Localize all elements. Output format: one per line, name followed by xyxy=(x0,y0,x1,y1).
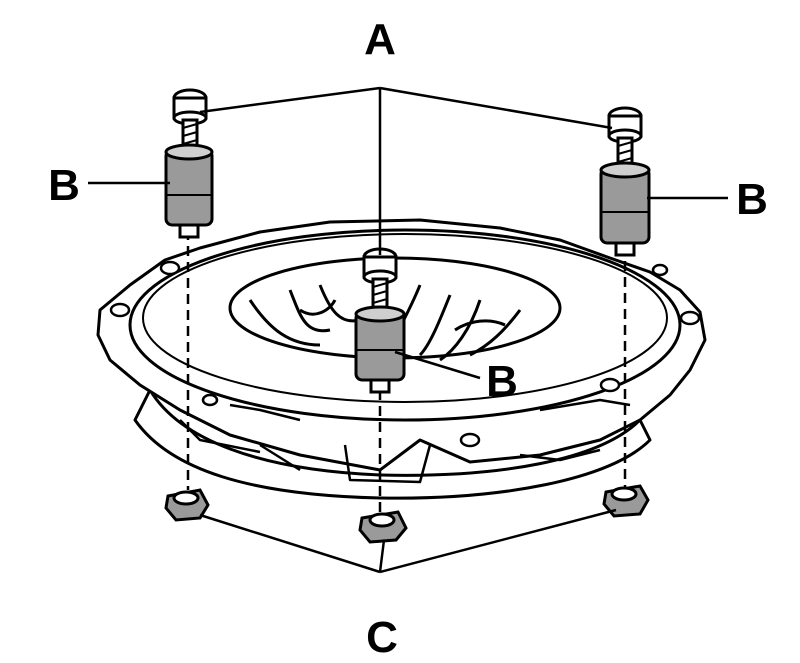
leader-a-to-right-bolt xyxy=(379,86,613,130)
callout-c: C xyxy=(366,613,398,662)
housing-skirt xyxy=(133,388,652,500)
flange-holes xyxy=(109,260,701,448)
spacer-right xyxy=(599,161,651,257)
callout-b-left: B xyxy=(48,161,80,210)
diaphragm-fingers xyxy=(248,284,522,362)
retainer-left xyxy=(164,488,210,522)
leader-lines xyxy=(88,86,728,574)
spacer-center xyxy=(354,305,406,394)
callout-a: A xyxy=(364,15,396,64)
leader-c-to-right xyxy=(379,508,617,574)
retainer-center xyxy=(358,510,408,544)
retainer-right xyxy=(602,484,650,518)
leader-b-center xyxy=(394,350,481,380)
leader-c-to-left xyxy=(199,513,381,574)
leader-a-to-left-bolt xyxy=(199,86,381,114)
callout-b-right: B xyxy=(736,175,768,224)
housing-details xyxy=(179,398,631,484)
alignment-lines xyxy=(186,230,627,515)
callout-b-center: B xyxy=(486,357,518,406)
leader-c-to-center xyxy=(378,539,386,573)
spacer-left xyxy=(164,143,214,239)
friction-face-inner-edge xyxy=(142,233,668,403)
